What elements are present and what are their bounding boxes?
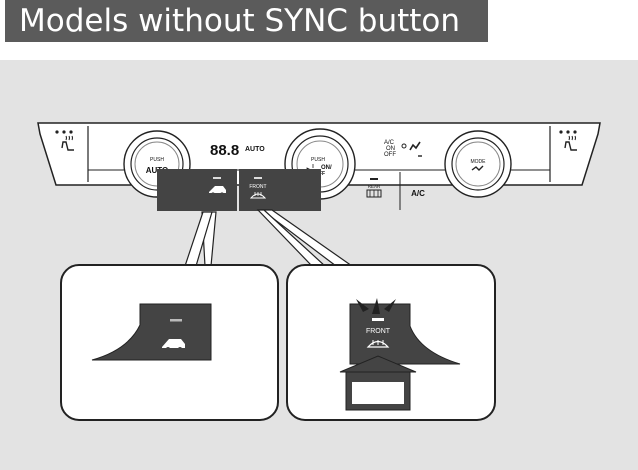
front-defrost-label: FRONT	[249, 184, 266, 190]
front-defrost-label: FRONT	[366, 328, 391, 335]
front-defrost-icon	[366, 340, 390, 348]
knob-mode-label: MODE	[471, 159, 487, 165]
recirculation-button[interactable]	[157, 169, 237, 211]
knob-push-label: PUSH	[150, 157, 164, 163]
seat-heater-icon	[61, 135, 74, 151]
mode-control-knob[interactable]: MODE	[444, 130, 512, 198]
svg-text:OFF: OFF	[384, 152, 396, 158]
page-title: Models without SYNC button	[5, 0, 488, 42]
front-defrost-callout: FRONT	[286, 264, 496, 421]
mode-arrows-icon	[471, 165, 484, 171]
rear-defrost-label: REAR	[368, 184, 381, 189]
seat-heater-icon	[564, 135, 577, 151]
ac-indicator: A/C ON OFF	[384, 140, 422, 158]
svg-text:A/C: A/C	[384, 140, 395, 146]
auto-indicator: AUTO	[245, 146, 265, 153]
rear-defrost-button[interactable]: REAR	[360, 173, 400, 203]
knob-push-label: PUSH	[311, 157, 325, 163]
right-seat-heater-button[interactable]	[559, 130, 577, 151]
left-seat-heater-button[interactable]	[55, 130, 74, 151]
press-arrow-icon	[339, 355, 417, 411]
ac-button-label: A/C	[411, 189, 425, 198]
recirculation-callout	[60, 264, 279, 421]
recirculation-icon	[209, 186, 226, 196]
knob-on-label: ON/	[321, 165, 332, 171]
front-defrost-button[interactable]: FRONT	[239, 169, 321, 211]
airflow-mode-icon	[401, 141, 422, 157]
ac-button[interactable]: A/C	[401, 172, 437, 210]
recirculation-icon	[162, 339, 185, 351]
rear-defrost-icon	[366, 189, 382, 198]
callout-leaders	[184, 209, 354, 267]
climate-control-illustration: PUSH AUTO 88.8 AUTO PUSH ON/ OFF A/C ON …	[37, 122, 601, 421]
indicator-light-rays	[356, 298, 396, 314]
svg-text:ON: ON	[386, 146, 395, 152]
temperature-display: 88.8	[210, 142, 239, 159]
front-defrost-icon	[249, 192, 267, 199]
